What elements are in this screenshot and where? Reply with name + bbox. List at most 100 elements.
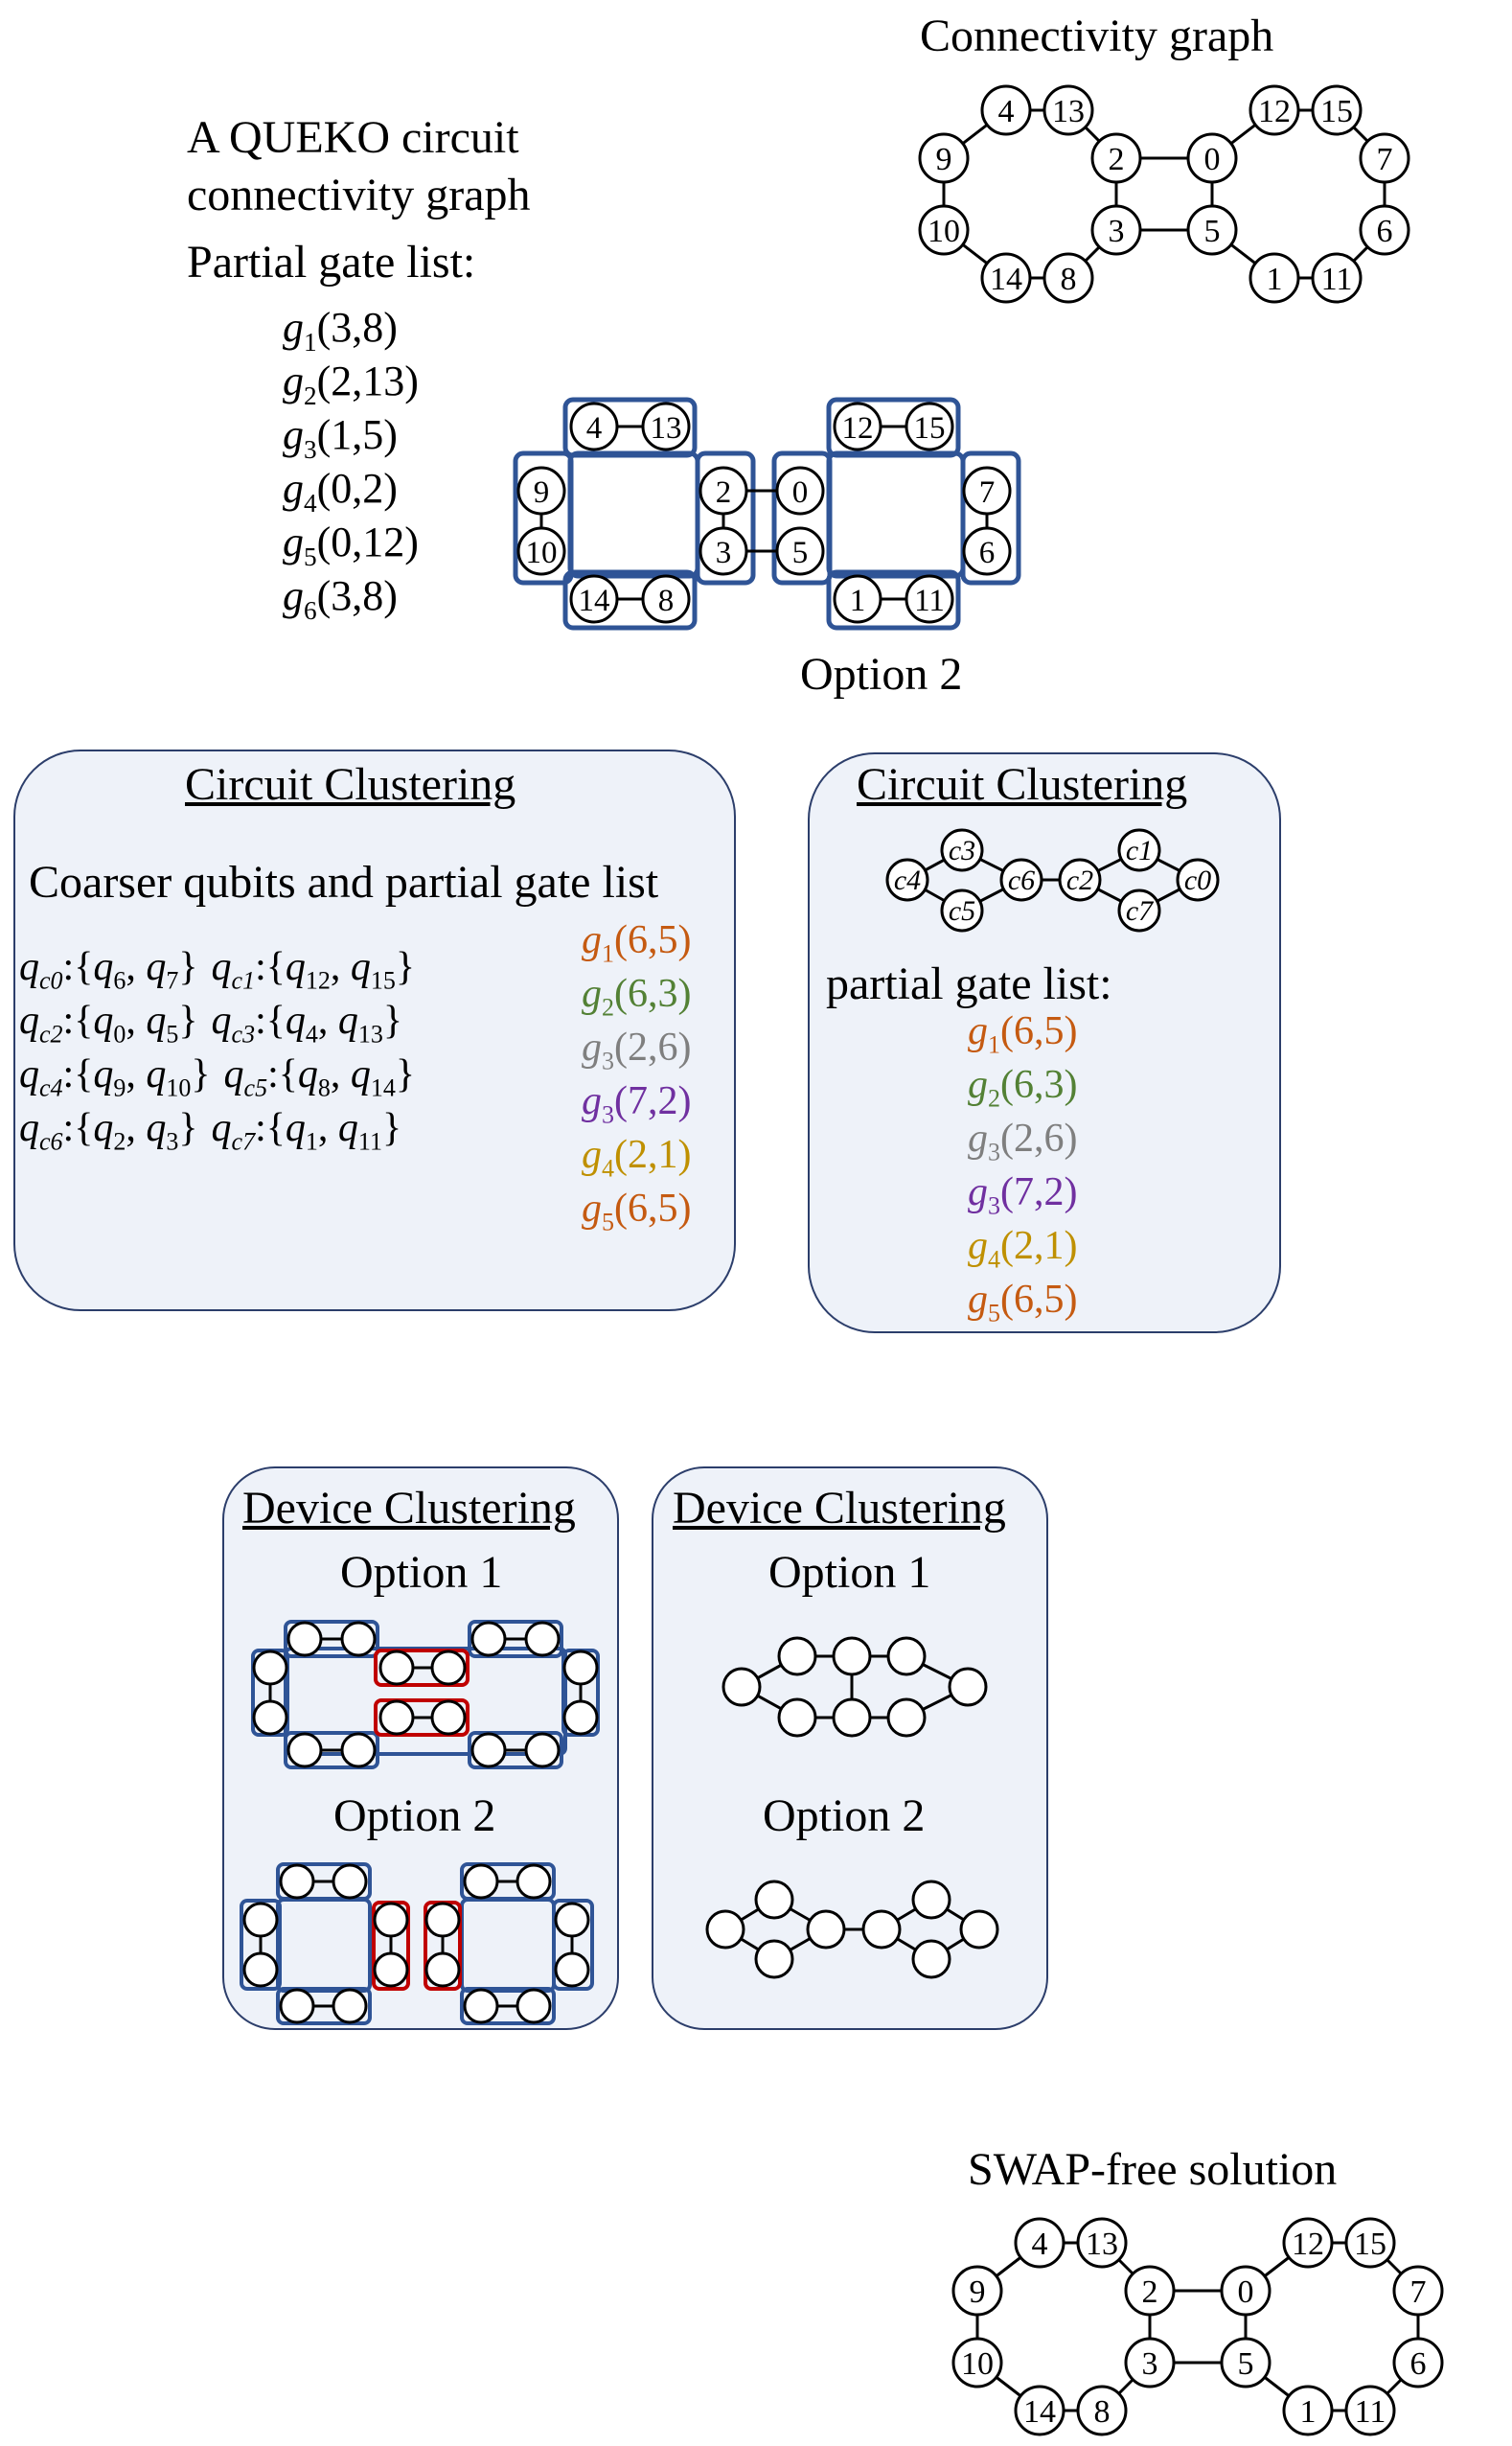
- device-right-option2-node: [754, 1880, 794, 1920]
- gate-args: (7,2): [1000, 1170, 1078, 1214]
- conn-node-label: 11: [1321, 262, 1353, 297]
- gate-args: (6,5): [1000, 1278, 1078, 1322]
- device-option1-node: [378, 1650, 415, 1686]
- device-right-option1-node: [777, 1697, 817, 1738]
- device-option1-cluster: [468, 1731, 563, 1769]
- conn-node-7: 7: [1359, 132, 1410, 184]
- conn-node-10: 10: [918, 204, 970, 256]
- gate-symbol: g: [283, 519, 304, 565]
- swap-node-label: 8: [1094, 2394, 1111, 2430]
- cluster-node-3: 3: [699, 526, 748, 576]
- gate-symbol: g: [968, 1278, 988, 1322]
- device-clustering-left-option1: Option 1: [340, 1547, 503, 1598]
- gate-subscript: 5: [988, 1299, 1001, 1327]
- device-right-option2-node: [911, 1939, 951, 1979]
- swap-node-label: 12: [1292, 2227, 1324, 2262]
- swap-node-2: 2: [1124, 2265, 1176, 2317]
- gate-args: (3,8): [316, 304, 398, 351]
- gate-args: (6,5): [614, 918, 692, 962]
- gate-entry: g4(2,1): [582, 1135, 692, 1181]
- device-option1-red-cluster: [374, 1649, 470, 1687]
- gate-args: (2,13): [316, 358, 419, 404]
- device-clustering-left-title: Device Clustering: [242, 1483, 576, 1534]
- swap-node-10: 10: [951, 2337, 1003, 2388]
- gate-symbol: g: [582, 1079, 602, 1123]
- conn-node-label: 15: [1320, 94, 1353, 129]
- circuit-clustering-left-title: Circuit Clustering: [185, 759, 516, 810]
- intro-title-line1: A QUEKO circuit: [187, 112, 519, 163]
- cluster-box: [567, 450, 700, 579]
- cluster-node-14: 14: [569, 574, 619, 624]
- coarse-node-label: c3: [949, 835, 975, 866]
- device-option2-node: [554, 1951, 590, 1988]
- device-clustering-right-option1: Option 1: [768, 1547, 931, 1598]
- coarse-node-c2: c2: [1058, 858, 1102, 902]
- cluster-node-label: 10: [526, 536, 558, 570]
- coarse-qubit-c5: qc5:{q8, q14}: [223, 1052, 416, 1102]
- device-option1-node: [562, 1650, 599, 1686]
- device-option1-cluster: [468, 1620, 563, 1658]
- device-option1-node: [286, 1621, 323, 1657]
- device-option1-node: [340, 1732, 377, 1768]
- gate-symbol: g: [968, 1117, 988, 1161]
- gate-subscript: 1: [304, 327, 317, 357]
- conn-node-4: 4: [980, 84, 1032, 136]
- conn-node-label: 6: [1377, 214, 1393, 249]
- cluster-node-label: 15: [914, 411, 946, 446]
- gate-symbol: g: [283, 358, 304, 404]
- device-right-option1-node: [722, 1667, 762, 1707]
- cluster-node-label: 12: [842, 411, 874, 446]
- device-right-option2-node: [959, 1909, 999, 1950]
- gate-args: (1,5): [316, 411, 398, 458]
- cluster-node-10: 10: [516, 526, 566, 576]
- gate-args: (2,1): [1000, 1224, 1078, 1268]
- cluster-node-2: 2: [699, 466, 748, 516]
- device-right-option2-node: [806, 1909, 846, 1950]
- gate-subscript: 2: [304, 381, 317, 410]
- device-option2-node: [332, 1863, 368, 1900]
- partial-gate-list-label: Partial gate list:: [187, 237, 476, 288]
- device-option2-cluster: [276, 1898, 372, 1993]
- conn-node-label: 9: [936, 142, 952, 177]
- gate-args: (2,1): [614, 1133, 692, 1177]
- coarse-qubit-line: qc6:{q2, q3} qc7:{q1, q11}: [19, 1108, 401, 1154]
- device-option2-node: [242, 1902, 279, 1938]
- device-option2-node: [373, 1951, 409, 1988]
- gate-entry: g5(6,5): [968, 1280, 1078, 1326]
- cluster-node-label: 1: [850, 584, 866, 618]
- cluster-node-7: 7: [962, 466, 1012, 516]
- gate-entry: g2(6,3): [968, 1065, 1078, 1111]
- swap-node-label: 11: [1355, 2394, 1386, 2430]
- gate-symbol: g: [968, 1170, 988, 1214]
- gate-subscript: 3: [988, 1191, 1001, 1220]
- circuit-clustering-left-panel: [13, 750, 736, 1311]
- swap-node-1: 1: [1282, 2385, 1334, 2436]
- swap-node-label: 4: [1032, 2227, 1048, 2262]
- coarse-node-label: c0: [1184, 865, 1211, 896]
- coarse-node-c1: c1: [1117, 828, 1161, 872]
- cluster-node-label: 14: [579, 584, 610, 618]
- device-right-option1-node: [886, 1697, 927, 1738]
- gate-subscript: 3: [602, 1047, 615, 1075]
- swap-node-13: 13: [1076, 2217, 1128, 2269]
- cluster-node-11: 11: [905, 574, 954, 624]
- conn-node-0: 0: [1186, 132, 1238, 184]
- device-right-option2-node: [705, 1909, 745, 1950]
- device-option1-node: [340, 1621, 377, 1657]
- coarse-node-c7: c7: [1117, 888, 1161, 933]
- cluster-node-1: 1: [833, 574, 882, 624]
- conn-node-label: 7: [1377, 142, 1393, 177]
- cluster-node-8: 8: [641, 574, 691, 624]
- coarse-node-c5: c5: [940, 888, 984, 933]
- coarse-node-c0: c0: [1176, 858, 1220, 902]
- conn-node-2: 2: [1090, 132, 1142, 184]
- cluster-node-9: 9: [516, 466, 566, 516]
- conn-node-label: 5: [1204, 214, 1221, 249]
- device-option1-red-cluster: [374, 1698, 470, 1737]
- coarse-qubit-c7: qc7:{q1, q11}: [211, 1106, 402, 1156]
- coarse-qubit-c6: qc6:{q2, q3}: [19, 1106, 198, 1156]
- gate-entry: g2(6,3): [582, 974, 692, 1020]
- device-right-option1-node: [777, 1636, 817, 1676]
- coarse-qubit-line: qc0:{q6, q7}qc1:{q12, q15}: [19, 947, 415, 993]
- cluster-box: [826, 569, 961, 631]
